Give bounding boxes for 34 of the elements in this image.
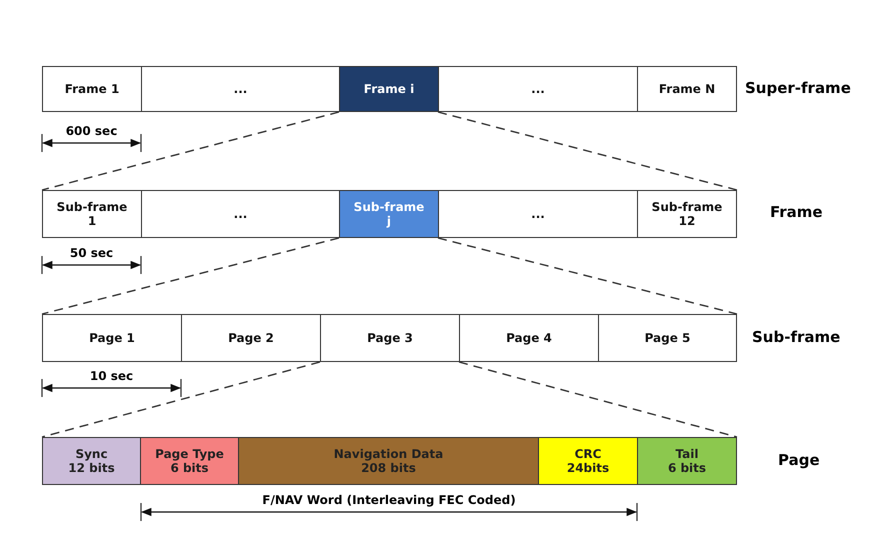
level-label: Frame: [770, 203, 823, 221]
level-label: Sub-frame: [752, 328, 840, 346]
dimension-label: 600 sec: [64, 124, 118, 138]
page-box: Page 2: [181, 314, 321, 362]
field-box: Tail 6 bits: [637, 437, 737, 485]
page-box: Page 5: [598, 314, 737, 362]
frame-box: Sub-frame 12: [637, 190, 737, 238]
frame-box: ...: [141, 66, 340, 112]
frame-box: Frame N: [637, 66, 737, 112]
dimension-label: 50 sec: [68, 246, 114, 260]
page-box: Page 3: [320, 314, 460, 362]
level-label: Super-frame: [745, 79, 851, 97]
zoom-line: [42, 237, 340, 315]
page-box: Page 4: [459, 314, 599, 362]
frame-box: Sub-frame j: [339, 190, 439, 238]
page-box: Page 1: [42, 314, 182, 362]
zoom-line: [438, 237, 738, 315]
zoom-line: [42, 361, 320, 438]
level-label: Page: [778, 451, 820, 469]
frame-box: Frame 1: [42, 66, 142, 112]
zoom-line: [438, 111, 738, 191]
frame-box: ...: [438, 66, 638, 112]
frame-box: ...: [141, 190, 340, 238]
frame-box: Frame i: [339, 66, 439, 112]
dimension-label: 10 sec: [88, 369, 134, 383]
dimension-label: F/NAV Word (Interleaving FEC Coded): [261, 493, 517, 507]
field-box: CRC 24bits: [538, 437, 638, 485]
field-box: Navigation Data 208 bits: [238, 437, 539, 485]
field-box: Page Type 6 bits: [140, 437, 239, 485]
field-box: Sync 12 bits: [42, 437, 141, 485]
frame-box: Sub-frame 1: [42, 190, 142, 238]
zoom-line: [458, 361, 738, 438]
frame-box: ...: [438, 190, 638, 238]
zoom-line: [42, 111, 340, 191]
